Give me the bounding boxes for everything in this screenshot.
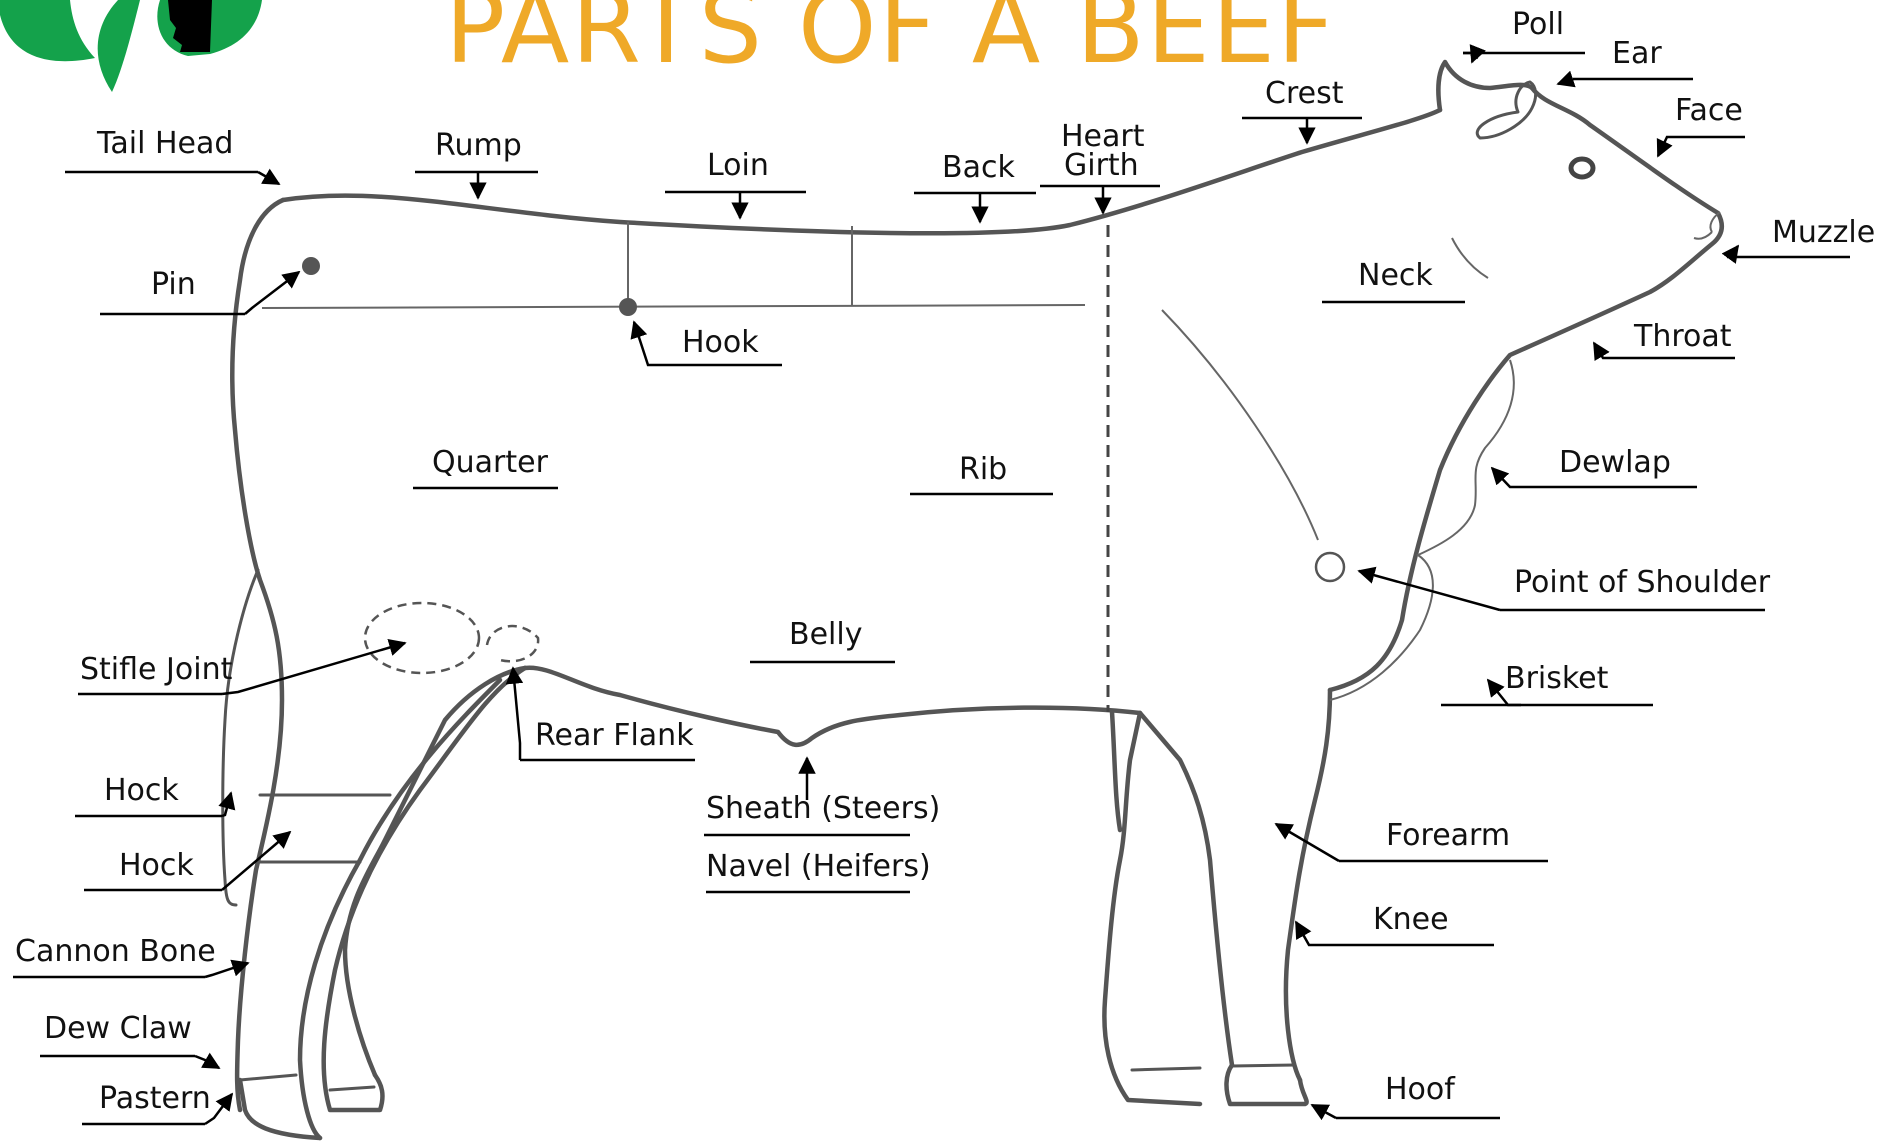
label-girth: Girth [1064,151,1139,181]
label-tail-head: Tail Head [97,129,233,159]
label-back: Back [942,153,1015,183]
label-face: Face [1675,96,1743,126]
label-sheath: Sheath (Steers) [706,794,940,824]
label-hoof: Hoof [1385,1075,1455,1105]
label-cannon-bone: Cannon Bone [15,937,216,967]
label-hock-lower: Hock [119,851,194,881]
label-knee: Knee [1373,905,1449,935]
cow-outline [223,62,1722,1138]
label-brisket: Brisket [1505,664,1608,694]
rear-flank-outline [487,626,538,661]
label-ear: Ear [1612,39,1662,69]
stifle-joint-outline [365,603,479,673]
label-crest: Crest [1265,79,1343,109]
label-forearm: Forearm [1386,821,1510,851]
label-poll: Poll [1512,10,1564,40]
hook-dot [619,298,637,316]
label-pin: Pin [151,270,196,300]
logo-clover-icon [0,0,262,92]
label-rib: Rib [959,455,1007,485]
label-throat: Throat [1634,322,1732,352]
page-title: PARTS OF A BEEF [445,0,1337,78]
label-navel: Navel (Heifers) [706,852,931,882]
label-hock-upper: Hock [104,776,179,806]
label-pastern: Pastern [99,1084,211,1114]
eye [1571,159,1593,177]
point-of-shoulder-circle [1316,553,1344,581]
leader-arrows [195,53,1745,1124]
label-neck: Neck [1358,261,1433,291]
label-point-of-shoulder: Point of Shoulder [1514,568,1770,598]
label-dewlap: Dewlap [1559,448,1671,478]
label-belly: Belly [789,620,862,650]
label-dew-claw: Dew Claw [44,1014,192,1044]
label-rump: Rump [435,131,522,161]
label-hook: Hook [682,328,759,358]
label-rear-flank: Rear Flank [535,721,694,751]
pin-dot [302,257,320,275]
label-quarter: Quarter [432,448,548,478]
label-loin: Loin [707,151,769,181]
label-stifle-joint: Stifle Joint [80,655,232,685]
label-muzzle: Muzzle [1772,218,1875,248]
